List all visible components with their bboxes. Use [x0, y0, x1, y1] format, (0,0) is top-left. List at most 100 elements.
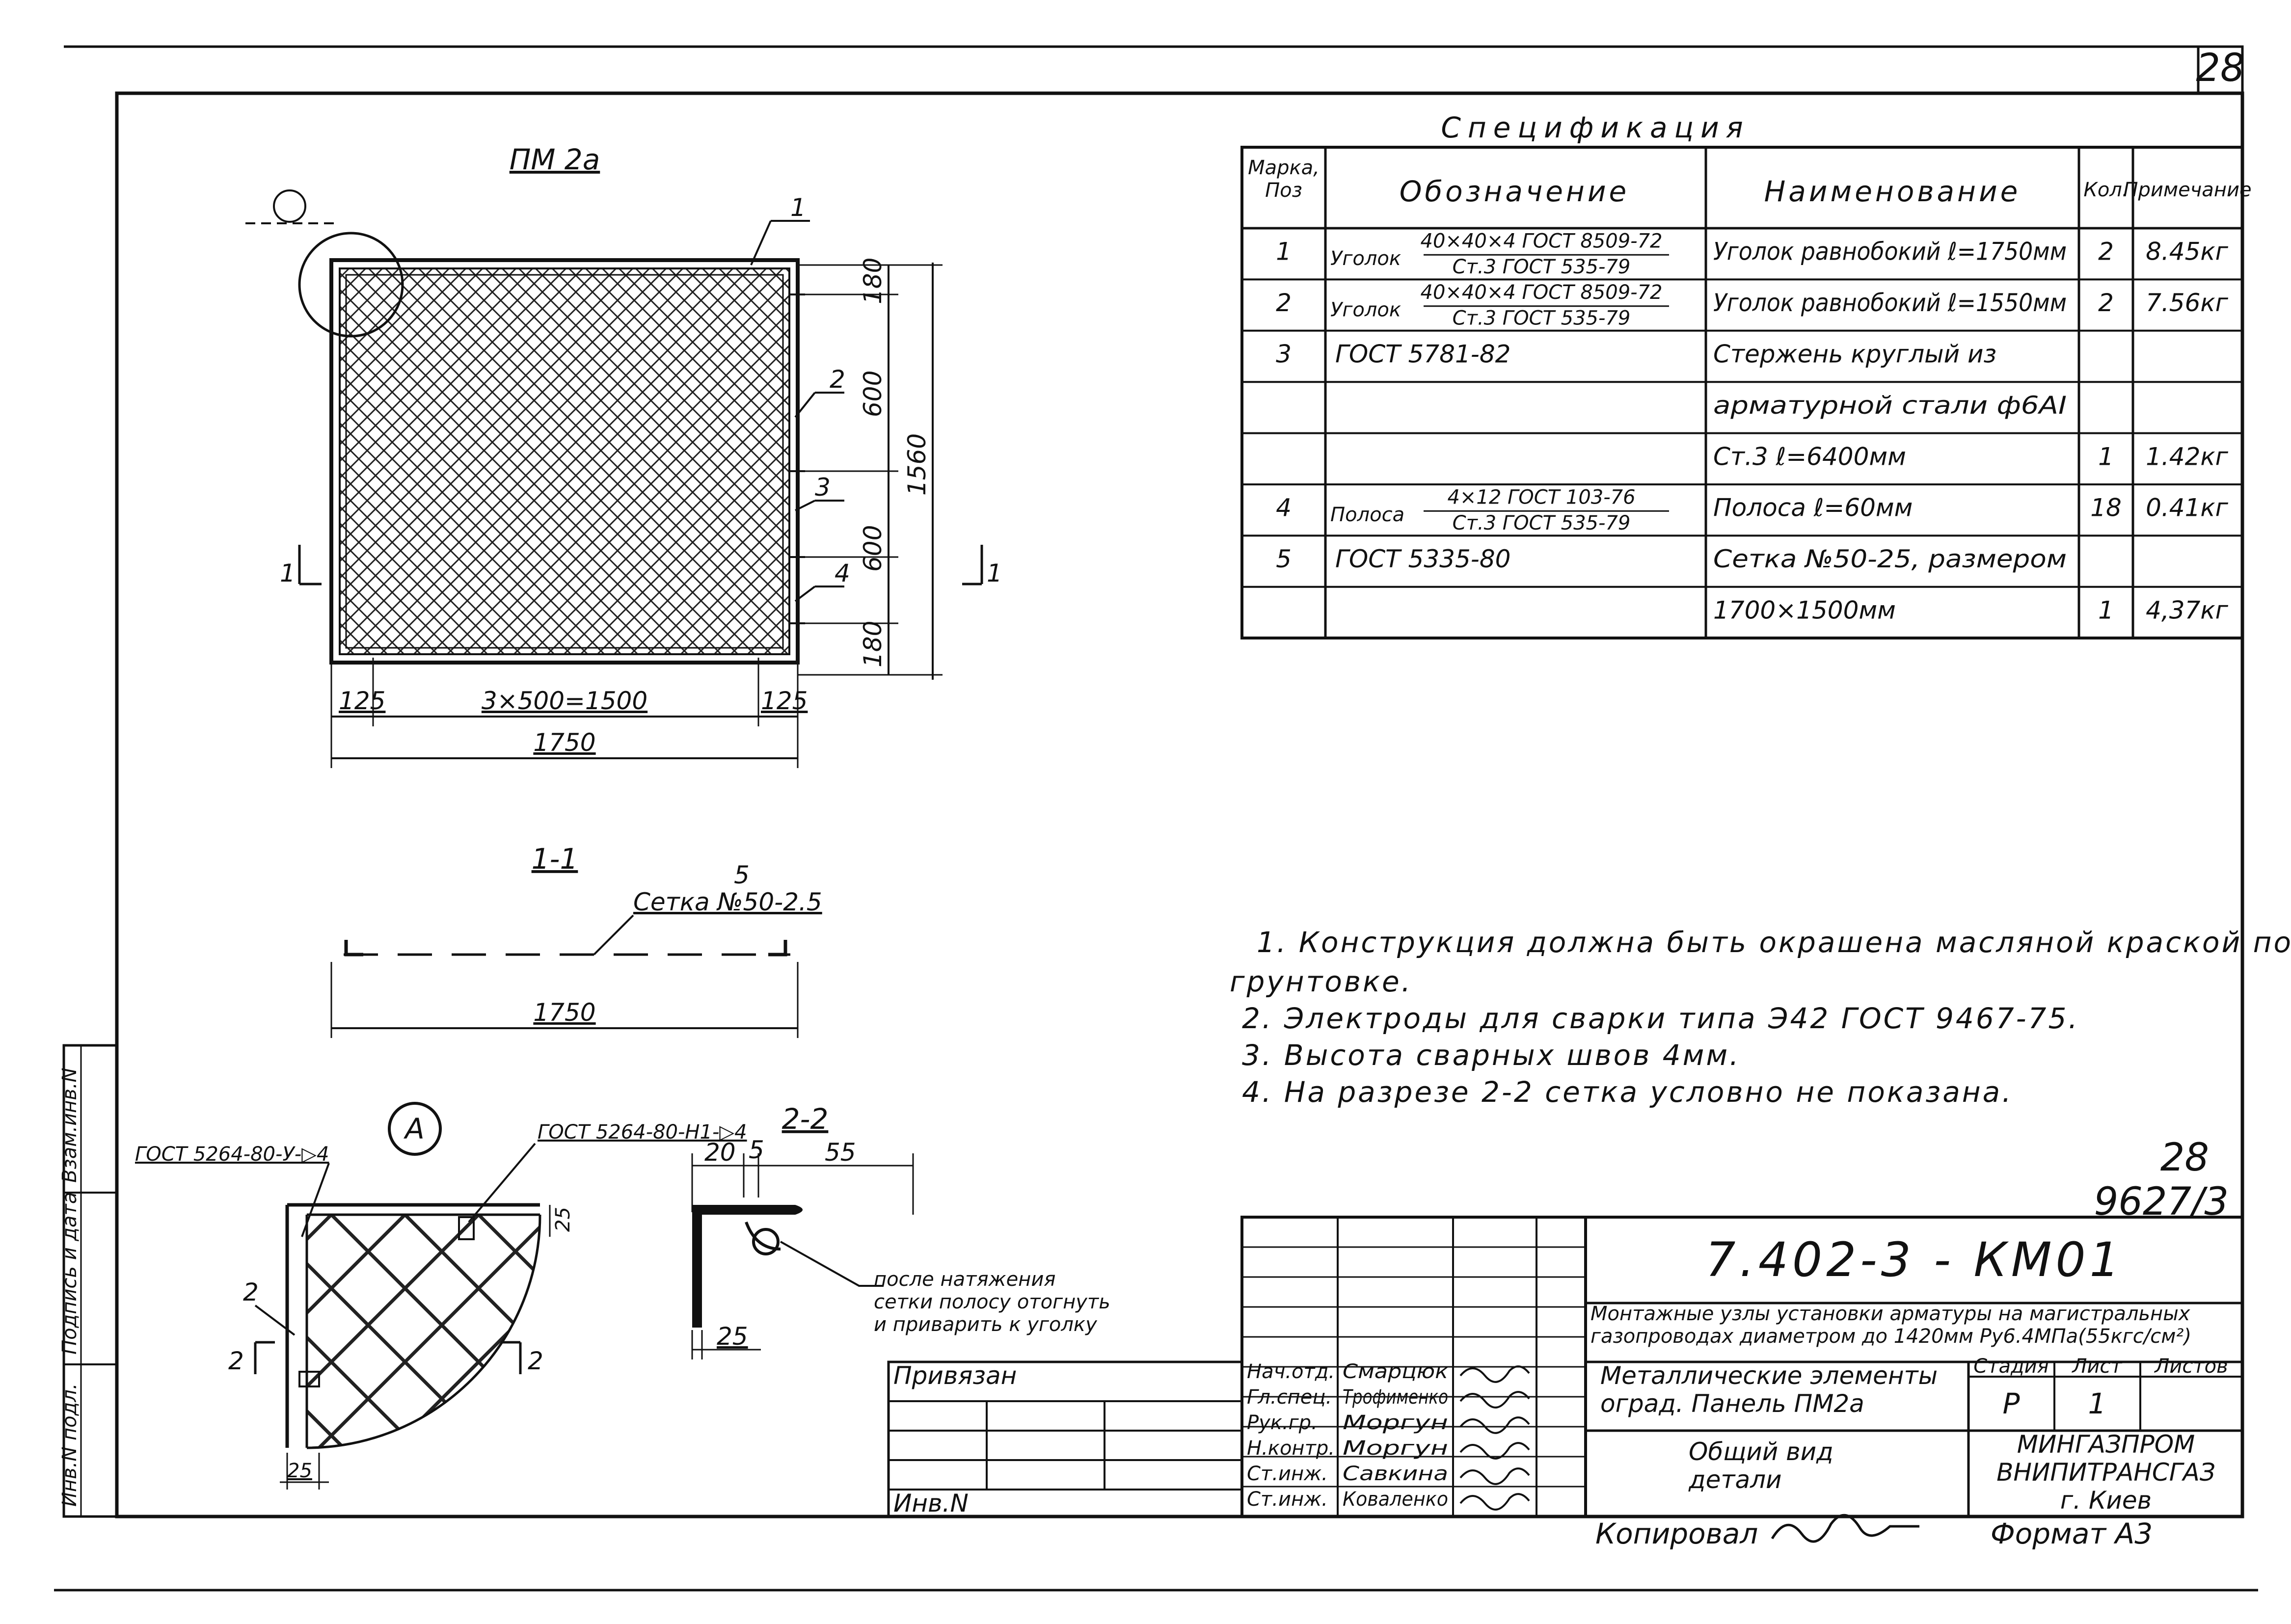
spec-row-desig-den: Ст.3 ГОСТ 535-79 — [1453, 512, 1631, 534]
section-22-dim-5: 5 — [749, 1136, 764, 1164]
tb-staff-name: Трофименко — [1343, 1386, 1448, 1409]
spec-row-pos: 4 — [1276, 494, 1292, 522]
spec-row-name: Сетка №50-25, размером — [1713, 545, 2067, 573]
tb-staff-name: Коваленко — [1343, 1488, 1448, 1511]
dim-middle: 3×500=1500 — [482, 687, 647, 715]
spec-row-name: 1700×1500мм — [1713, 596, 1896, 625]
spec-row-note: 1.42кг — [2146, 442, 2229, 471]
spec-row-desig-prefix: Полоса — [1330, 504, 1404, 526]
detail-a-cut-right: 2 — [528, 1347, 543, 1375]
tb-staff-name: Смарцюк — [1343, 1360, 1448, 1383]
tb-staff-role: Н.контр. — [1247, 1437, 1335, 1460]
spec-header-designation: Обозначение — [1400, 175, 1629, 208]
spec-row-desig: ГОСТ 5781-82 — [1335, 340, 1510, 369]
signature-icon — [1459, 1467, 1530, 1485]
spec-row-name: Стержень круглый из — [1713, 340, 1996, 369]
spec-row-desig-prefix: Уголок — [1330, 247, 1401, 270]
general-notes: 1. Конструкция должна быть окрашена масл… — [1230, 926, 2291, 1109]
spec-title: Спецификация — [1441, 111, 1750, 144]
spec-row-qty: 1 — [2098, 442, 2114, 471]
spec-row-name: Уголок равнобокий ℓ=1750мм — [1713, 238, 2067, 266]
dim-right: 125 — [761, 687, 808, 715]
tb-format: Формат А3 — [1991, 1517, 2153, 1550]
spec-row-qty: 2 — [2098, 238, 2114, 266]
spec-row-pos: 3 — [1276, 340, 1292, 369]
detail-a: А ГОСТ 5264-80-У-▷4 ГОСТ 5264-80-Н1-▷4 2… — [135, 1102, 747, 1490]
dim-left: 125 — [339, 687, 385, 715]
section-22-title: 2-2 — [782, 1102, 829, 1136]
dim-mid2: 600 — [859, 525, 887, 572]
tb-staff-name: Моргун — [1343, 1411, 1448, 1434]
signature-icon — [1459, 1365, 1530, 1383]
panel-pos-2: 2 — [830, 365, 845, 394]
detail-a-pos: 2 — [243, 1278, 259, 1306]
tb-staff-role: Рук.гр. — [1247, 1411, 1318, 1434]
tb-stage: Р — [2003, 1387, 2020, 1420]
panel-view: ПМ 2а 1 2 3 4 180 600 — [245, 143, 1002, 768]
detail-a-weld-right: ГОСТ 5264-80-Н1-▷4 — [538, 1121, 747, 1144]
note-line: 3. Высота сварных швов 4мм. — [1242, 1038, 1741, 1072]
spec-row-name: Уголок равнобокий ℓ=1550мм — [1713, 289, 2067, 317]
section-1-1: 1-1 5 Сетка №50-2.5 1750 — [330, 842, 822, 1038]
spec-row-note: 0.41кг — [2146, 494, 2229, 522]
spec-row-desig-den: Ст.3 ГОСТ 535-79 — [1453, 256, 1631, 278]
detail-a-dim-top: 25 — [552, 1207, 574, 1232]
panel-pos-4: 4 — [835, 559, 850, 587]
spec-row-name: Ст.3 ℓ=6400мм — [1713, 442, 1906, 471]
spec-row-qty: 18 — [2090, 494, 2122, 522]
signature-icon — [1459, 1442, 1530, 1460]
note-line: 4. На разрезе 2-2 сетка условно не показ… — [1242, 1075, 2013, 1109]
tb-sheets-header: Листов — [2154, 1355, 2228, 1378]
spec-row-note: 7.56кг — [2146, 289, 2229, 317]
tb-stage-header: Стадия — [1973, 1355, 2048, 1378]
spec-row-qty: 2 — [2098, 289, 2114, 317]
tb-staff-role: Нач.отд. — [1247, 1360, 1335, 1383]
panel-pos-3: 3 — [815, 473, 831, 502]
spec-row-pos: 5 — [1276, 545, 1292, 573]
signature-icon — [1459, 1416, 1530, 1434]
spec-row-desig: ГОСТ 5335-80 — [1335, 545, 1510, 573]
spec-row-pos: 1 — [1276, 238, 1292, 266]
dim-total-width: 1750 — [533, 728, 595, 757]
spec-header-qty: Кол. — [2083, 179, 2128, 201]
tb-staff-name: Савкина — [1343, 1463, 1448, 1485]
side-stamp-sign: Подпись и дата — [58, 1192, 81, 1355]
panel-title: ПМ 2а — [510, 143, 600, 176]
dim-bottom: 180 — [859, 621, 887, 667]
tb-copied: Копировал — [1595, 1517, 1758, 1550]
signature-icon — [1459, 1391, 1530, 1409]
tb-sheet-header: Лист — [2071, 1355, 2123, 1378]
dim-top: 180 — [859, 258, 887, 304]
section-11-title: 1-1 — [532, 842, 578, 876]
detail-a-label: А — [403, 1112, 425, 1145]
spec-row-name: арматурной стали ф6АI — [1713, 391, 2067, 420]
spec-row-desig-num: 40×40×4 ГОСТ 8509-72 — [1421, 230, 1663, 253]
signature-icon — [1459, 1493, 1530, 1511]
side-stamp: Взам.инв.N Подпись и дата Инв.N подл. — [58, 1044, 118, 1518]
cut-mark-right: 1 — [987, 559, 1002, 587]
spec-header-mark: Марка,Поз — [1248, 157, 1320, 202]
tb-staff-role: Ст.инж. — [1247, 1463, 1328, 1485]
spec-header-note: Примечание — [2123, 179, 2251, 201]
title-block: Привязан Инв.N Нач.отд.СмарцюкГл.спец.Тр… — [887, 1216, 2244, 1550]
sheet-number: 28 — [2196, 46, 2244, 90]
tb-staff-name: Моргун — [1343, 1437, 1448, 1460]
spec-row-desig-prefix: Уголок — [1330, 299, 1401, 321]
note-line: грунтовке. — [1230, 965, 1412, 998]
archive-sheet: 28 — [2160, 1136, 2209, 1180]
dim-total-height: 1560 — [903, 433, 931, 496]
detail-a-cut-left: 2 — [228, 1347, 244, 1375]
side-stamp-replace: Взам.инв.N — [58, 1068, 81, 1183]
spec-row-name: Полоса ℓ=60мм — [1713, 494, 1913, 522]
panel-pos-1: 1 — [790, 193, 806, 222]
tb-code: 7.402-3 - КМ01 — [1705, 1232, 2123, 1287]
spec-row-note: 4,37кг — [2146, 596, 2229, 625]
note-line: 1. Конструкция должна быть окрашена масл… — [1257, 926, 2291, 959]
